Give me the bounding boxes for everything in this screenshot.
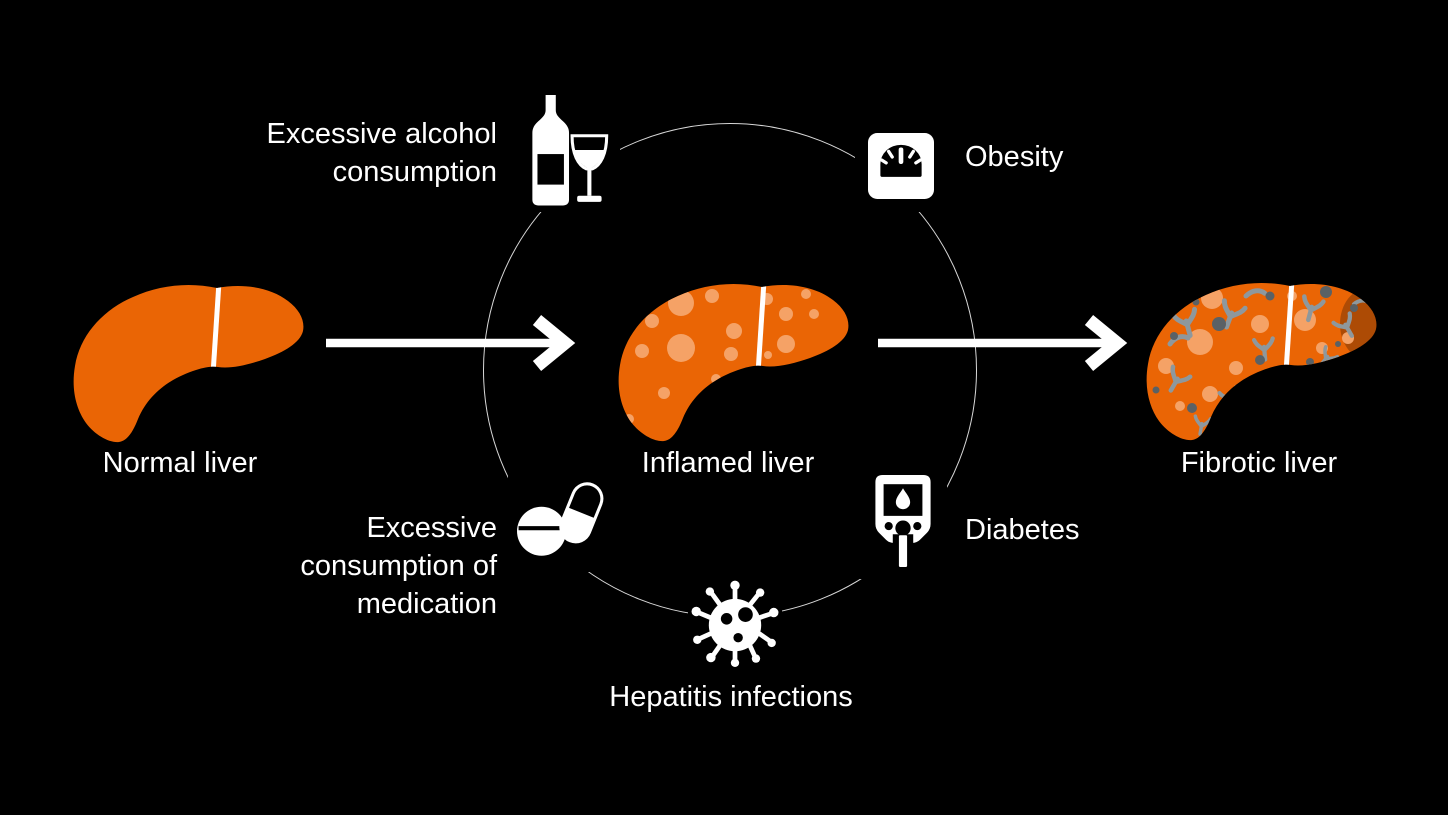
- normal-liver-illustration: [73, 285, 304, 443]
- glucose-meter-icon: [859, 465, 947, 579]
- normal-liver-label: Normal liver: [102, 447, 258, 479]
- hepatitis-label: Hepatitis infections: [609, 681, 853, 713]
- inflammation-spots: [624, 284, 819, 424]
- fibrotic-liver-label: Fibrotic liver: [1180, 447, 1338, 479]
- hepatitis-virus-icon: [688, 576, 782, 670]
- diabetes-label: Diabetes: [965, 514, 1080, 546]
- arrow-normal-to-inflamed: [326, 314, 576, 372]
- fibrotic-liver-illustration: [1146, 283, 1377, 441]
- arrow-inflamed-to-fibrotic: [878, 314, 1128, 372]
- obesity-label: Obesity: [965, 141, 1064, 173]
- tablet-and-capsule-icon: [508, 470, 620, 572]
- inflamed-liver-label: Inflamed liver: [641, 447, 815, 479]
- fibrosis-nodules: [1152, 286, 1358, 418]
- medication-label: Excessive consumption of medication: [300, 512, 497, 620]
- bathroom-scale-icon: [855, 120, 947, 212]
- wine-bottle-and-glass-icon: [516, 88, 620, 212]
- alcohol-label: Excessive alcohol consumption: [266, 118, 498, 188]
- inflamed-liver-illustration: [618, 284, 849, 442]
